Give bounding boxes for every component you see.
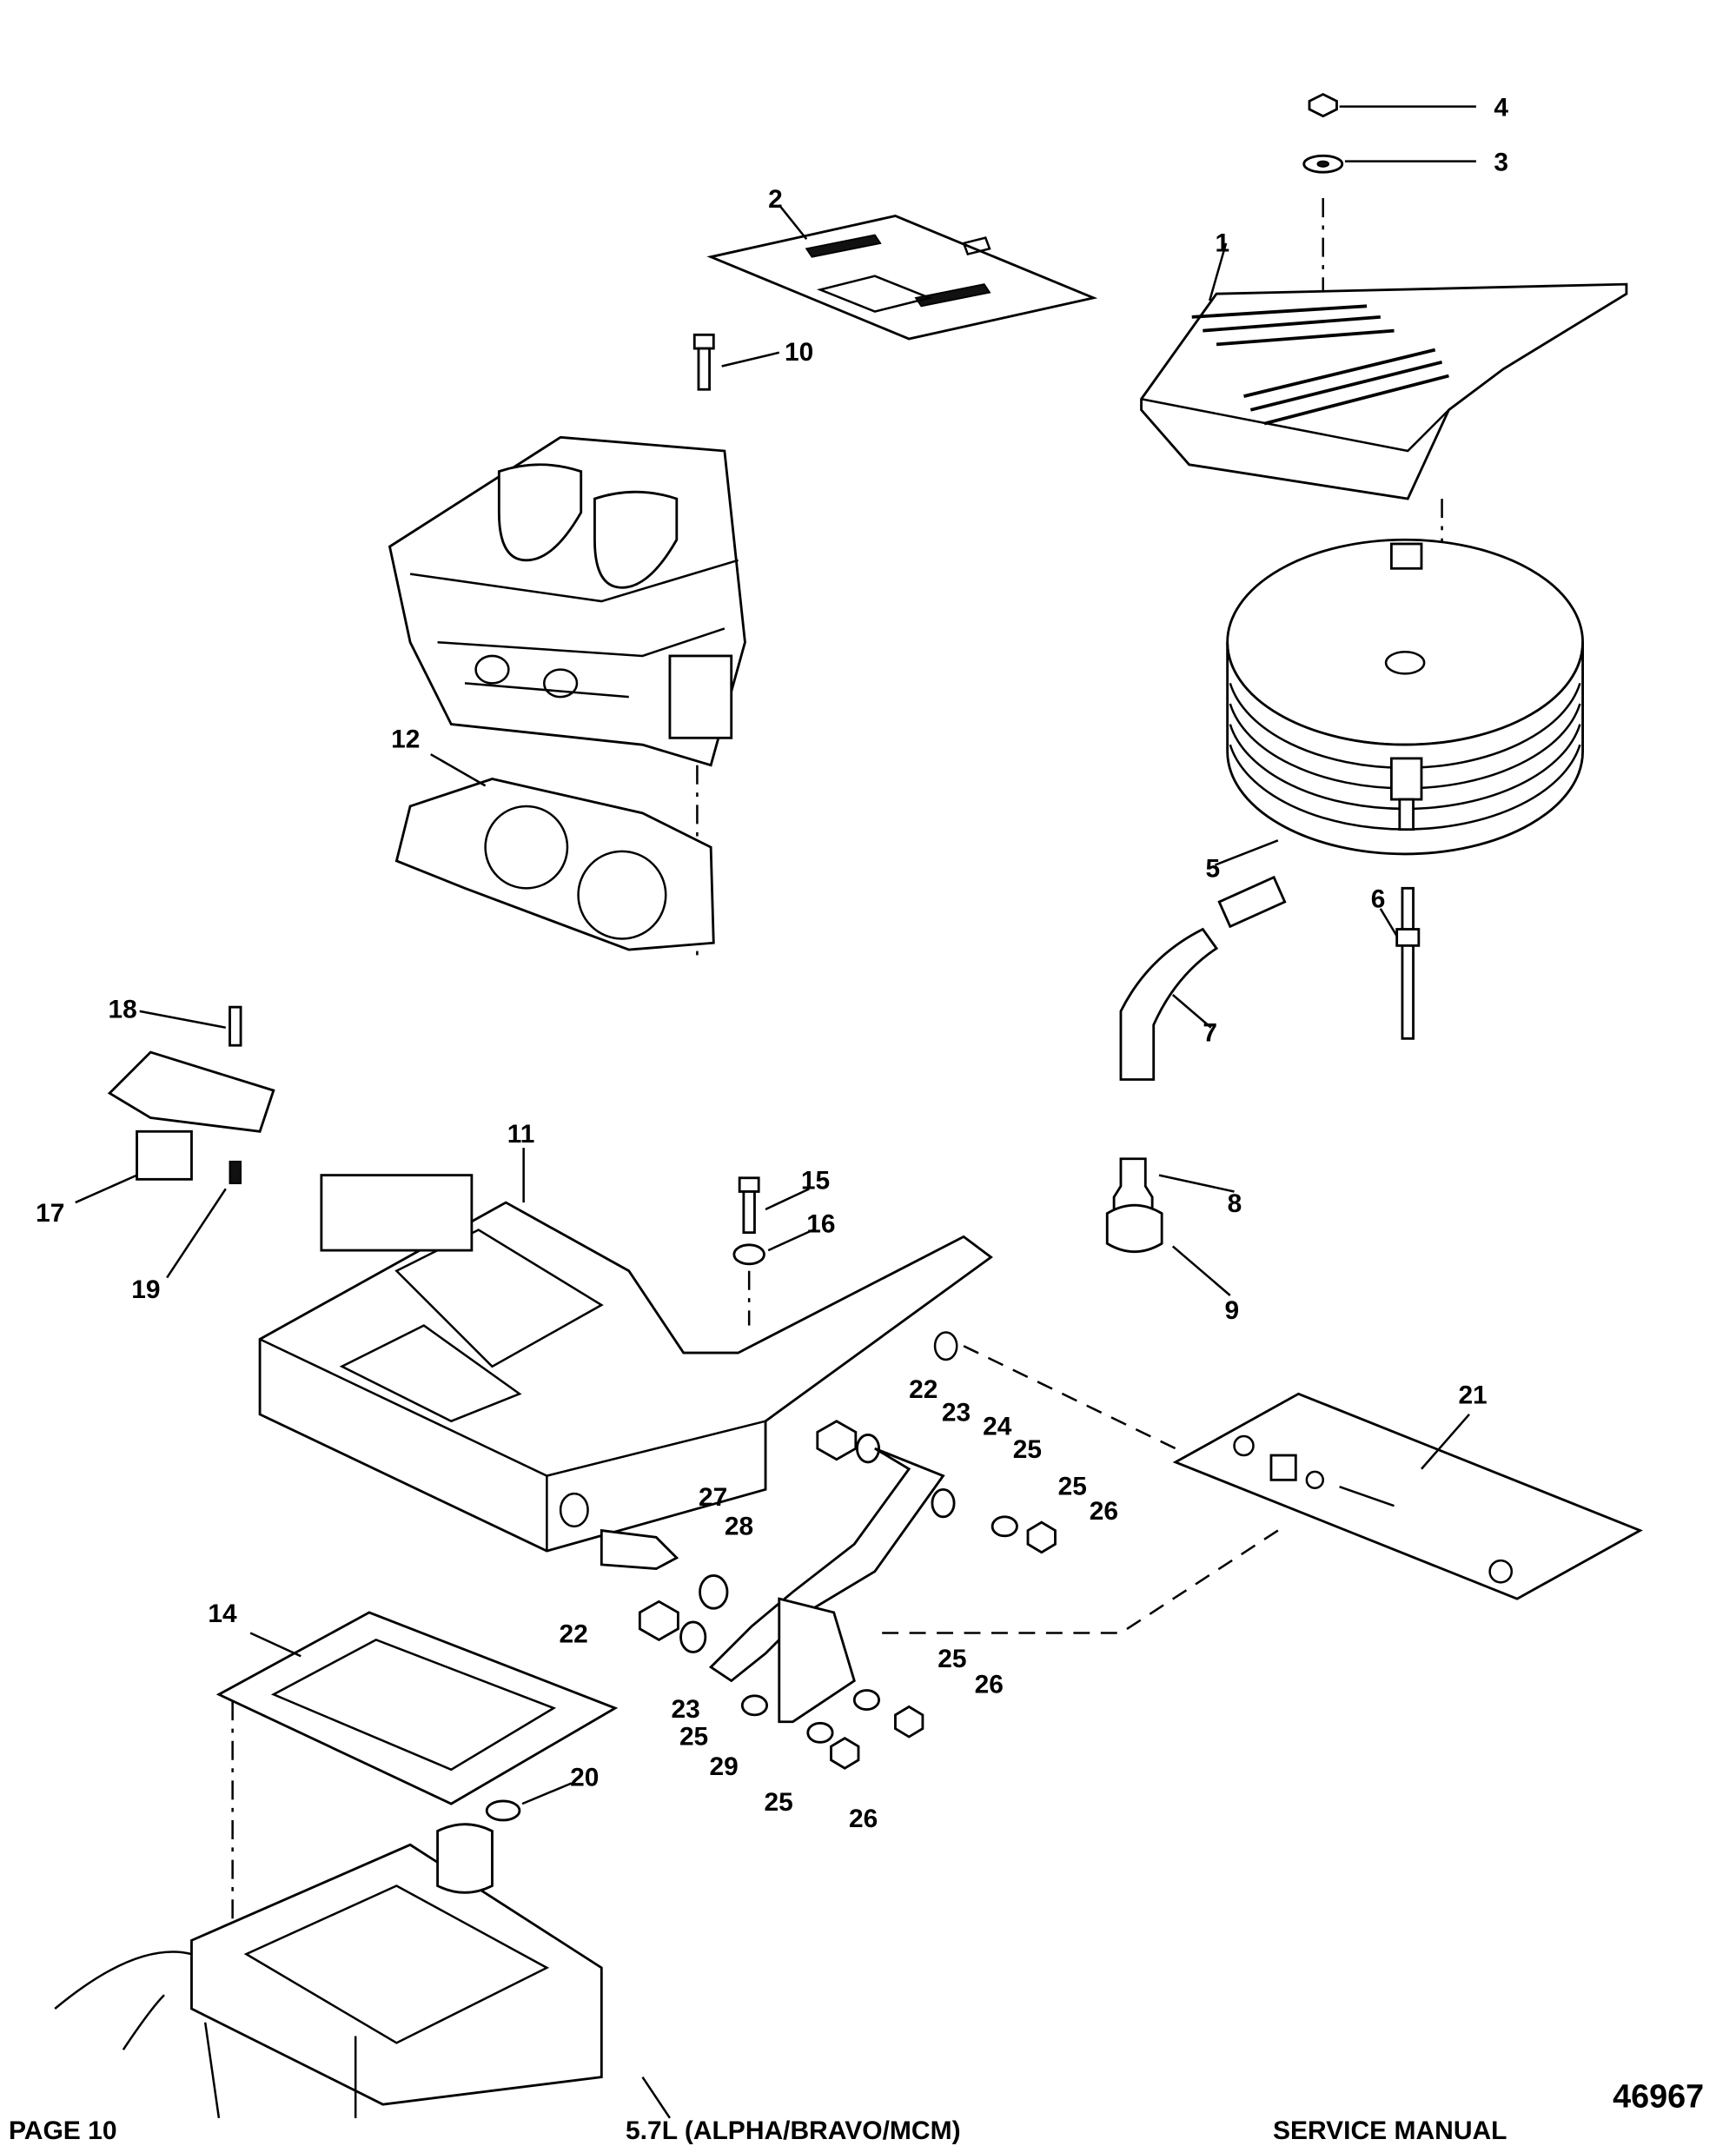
callout-22a: 22 <box>909 1375 938 1404</box>
part-16-washer <box>732 1229 814 1266</box>
callout-24: 24 <box>983 1412 1012 1441</box>
part-12-gasket <box>394 753 715 951</box>
callout-27: 27 <box>699 1483 727 1512</box>
callout-21: 21 <box>1458 1381 1487 1409</box>
callout-20: 20 <box>570 1764 599 1792</box>
callout-28: 28 <box>725 1512 753 1540</box>
callout-7: 7 <box>1203 1018 1217 1047</box>
callout-8: 8 <box>1228 1189 1242 1218</box>
callout-labels: 1 2 3 4 5 6 7 8 9 10 11 12 14 15 16 17 1… <box>36 94 1704 2115</box>
part-6-stud <box>1379 886 1421 1040</box>
throttle-linkage <box>600 1420 1057 1770</box>
callout-6: 6 <box>1371 884 1386 913</box>
callout-23a: 23 <box>942 1399 971 1427</box>
part-11-adaptor-plate <box>258 1148 993 1553</box>
callout-4: 4 <box>1494 94 1508 123</box>
callout-12: 12 <box>391 725 420 753</box>
callout-29: 29 <box>710 1752 739 1781</box>
part-18-screw <box>139 1005 242 1047</box>
part-4-nut <box>1308 92 1476 118</box>
throttle-body-assembly <box>388 435 746 767</box>
callout-26c: 26 <box>849 1805 878 1833</box>
intake-manifold <box>54 1823 671 2119</box>
callout-25c: 25 <box>938 1645 966 1673</box>
callout-17: 17 <box>36 1199 64 1228</box>
part-20-washer <box>485 1782 573 1822</box>
footer-title: 5.7L (ALPHA/BRAVO/MCM) <box>626 2116 961 2145</box>
part-3-washer <box>1302 154 1476 174</box>
part-5-flame-arrestor <box>1215 538 1584 866</box>
part-17-ignition-module <box>75 1050 275 1204</box>
part-7-hose <box>1119 875 1287 1081</box>
callout-25d: 25 <box>679 1722 708 1751</box>
callout-26b: 26 <box>975 1671 1004 1699</box>
part-21-hardware-kit <box>1172 1392 1643 1600</box>
callout-25a: 25 <box>1013 1435 1042 1464</box>
footer-page: PAGE 10 <box>9 2116 117 2145</box>
callout-10: 10 <box>785 338 813 367</box>
callout-2: 2 <box>768 185 783 214</box>
callout-22b: 22 <box>560 1620 588 1649</box>
footer-manual: SERVICE MANUAL <box>1273 2116 1507 2145</box>
figure-number: 46967 <box>1613 2077 1704 2114</box>
part-9-cap <box>1105 1203 1231 1296</box>
callout-11: 11 <box>507 1120 535 1149</box>
callout-18: 18 <box>109 996 137 1024</box>
callout-15: 15 <box>801 1166 830 1195</box>
callout-3: 3 <box>1494 149 1508 177</box>
callout-16: 16 <box>806 1210 835 1239</box>
callout-9: 9 <box>1225 1296 1240 1325</box>
callout-26a: 26 <box>1090 1497 1118 1526</box>
part-19-screw <box>166 1160 242 1279</box>
callout-25b: 25 <box>1058 1473 1087 1501</box>
callout-14: 14 <box>208 1600 237 1628</box>
callout-19: 19 <box>131 1275 160 1304</box>
part-1-flame-arrestor-cover <box>1140 242 1628 500</box>
callout-23b: 23 <box>672 1695 700 1724</box>
callout-25e: 25 <box>764 1788 792 1817</box>
callout-1: 1 <box>1215 229 1229 257</box>
callout-5: 5 <box>1205 855 1220 884</box>
part-2-decal <box>706 204 1098 341</box>
part-10-bolt <box>692 333 780 391</box>
part-15-bolt <box>738 1176 810 1235</box>
part-14-gasket <box>215 1611 619 1805</box>
